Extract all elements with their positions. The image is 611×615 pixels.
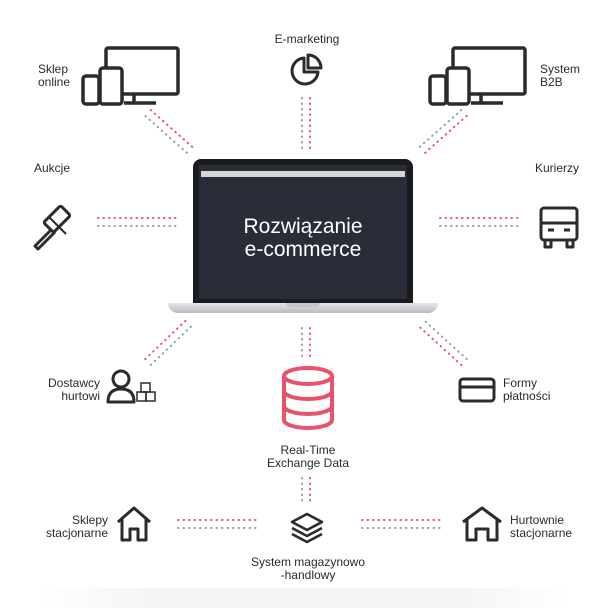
database-icon (282, 366, 334, 430)
label-system-b2b-line1: System (540, 62, 581, 76)
bottom-fade (40, 588, 570, 608)
house-icon (117, 506, 151, 542)
truck-icon (539, 206, 579, 249)
label-aukcje: Aukcje (34, 161, 71, 175)
label-system-magazynowo-line2: -handlowy (280, 568, 336, 582)
label-formy-line2: płatności (503, 389, 551, 403)
center-laptop: Rozwiązanie e-commerce (168, 159, 438, 317)
devices-icon (81, 46, 180, 106)
label-sklep-online: Sklep online (38, 63, 70, 89)
pie-chart-icon (290, 53, 323, 86)
label-system-b2b: System B2B (540, 63, 580, 89)
browser-bar (201, 171, 405, 177)
label-hurtownie-line2: stacjonarne (510, 526, 573, 540)
label-system-magazynowo-line1: System magazynowo (250, 555, 366, 569)
formy-connector (421, 318, 468, 361)
devices-icon (428, 46, 527, 106)
label-dostawcy-hurtowi: Dostawcy hurtowi (28, 377, 100, 403)
center-title-line1: Rozwiązanie (243, 215, 363, 238)
warehouse-icon (462, 506, 502, 542)
laptop-screen: Rozwiązanie e-commerce (193, 159, 413, 305)
label-real-time-line1: Real-Time (280, 443, 336, 457)
label-real-time-line2: Exchange Data (266, 456, 350, 470)
label-sklep-online-line2: online (38, 75, 71, 89)
sklep-online-connector (144, 114, 191, 156)
dostawcy-connector (144, 318, 189, 361)
credit-card-icon (458, 377, 496, 403)
label-system-magazynowo-handlowy: System magazynowo -handlowy (228, 556, 388, 582)
center-title-line2: e-commerce (244, 238, 362, 261)
center-title: Rozwiązanie e-commerce (199, 215, 407, 261)
label-dostawcy-line1: Dostawcy (47, 376, 100, 390)
system-b2b-connector (421, 114, 468, 156)
label-sklepy-line2: stacjonarne (45, 526, 108, 540)
dostawcy-connector (149, 323, 194, 366)
sklep-online-connector (149, 109, 196, 151)
gavel-icon (33, 204, 72, 251)
label-formy-platnosci: Formy płatności (503, 377, 550, 403)
label-kurierzy: Kurierzy (535, 161, 580, 175)
label-sklepy-line1: Sklepy (71, 513, 108, 527)
laptop-base (168, 303, 438, 313)
label-hurtownie-stacjonarne: Hurtownie stacjonarne (510, 514, 572, 540)
system-b2b-connector (416, 109, 463, 151)
label-e-marketing: E-marketing (274, 32, 340, 46)
label-sklep-online-line1: Sklep (38, 62, 69, 76)
label-real-time-exchange-data: Real-Time Exchange Data (238, 444, 378, 470)
label-hurtownie-line1: Hurtownie (510, 513, 565, 527)
label-dostawcy-line2: hurtowi (61, 389, 100, 403)
supplier-icon (106, 369, 156, 404)
label-sklepy-stacjonarne: Sklepy stacjonarne (20, 514, 108, 540)
layers-icon (290, 512, 324, 544)
label-formy-line1: Formy (503, 376, 537, 390)
laptop-notch (286, 303, 320, 307)
label-system-b2b-line2: B2B (540, 75, 563, 89)
formy-connector (416, 323, 463, 366)
